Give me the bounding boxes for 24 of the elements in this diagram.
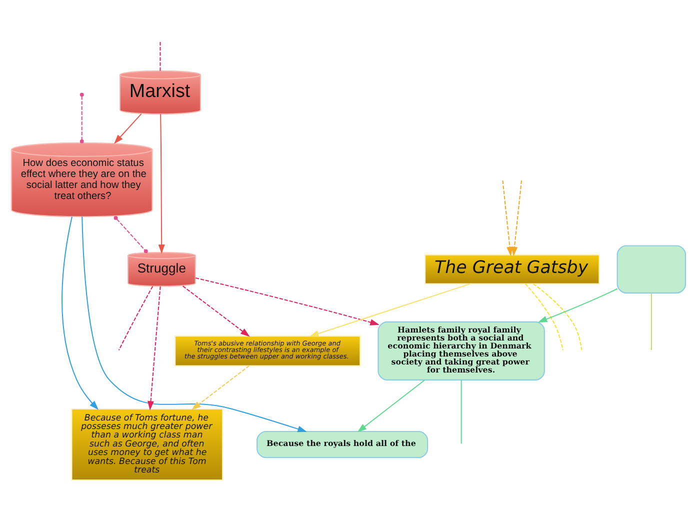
arrow xyxy=(538,288,618,322)
arrow xyxy=(195,276,380,325)
node-box: The Great Gatsby xyxy=(424,254,600,284)
connector xyxy=(81,96,82,140)
arrow xyxy=(502,180,518,256)
arrow xyxy=(192,364,250,410)
connector xyxy=(160,41,161,70)
arrow xyxy=(147,286,161,410)
connector xyxy=(114,215,148,253)
arrow xyxy=(506,180,522,256)
arrow xyxy=(114,113,142,144)
arrow xyxy=(182,285,250,336)
arrow xyxy=(357,379,425,432)
arrow xyxy=(158,113,165,254)
arrow xyxy=(82,216,307,432)
connector xyxy=(460,380,462,444)
arrow xyxy=(309,282,470,336)
arrow xyxy=(62,216,98,410)
connector xyxy=(524,283,564,350)
connector xyxy=(650,292,652,350)
node-box: Because of Toms fortune, he posseses much greater power than a working class man such as George, and often uses money to get what he wants. Because of this Tom treats xyxy=(71,408,224,480)
node-box xyxy=(616,244,686,293)
connector xyxy=(118,286,154,350)
connector xyxy=(533,283,582,350)
